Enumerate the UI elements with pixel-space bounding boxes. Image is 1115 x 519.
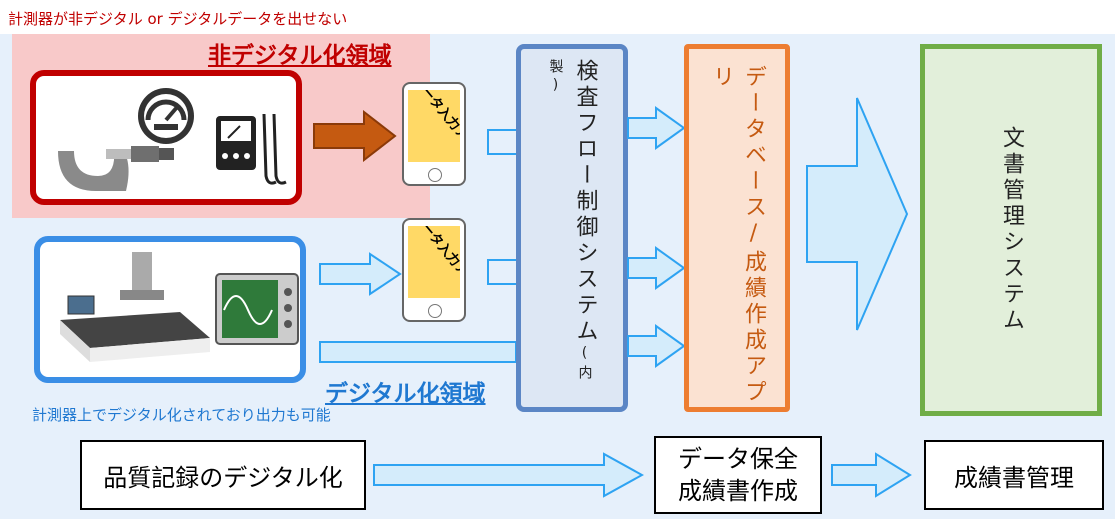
- arrow-flow-to-db-2: [627, 246, 686, 290]
- tablet-input-app-bottom: データ入力アプリ: [402, 218, 466, 322]
- non-digital-title: 非デジタル化領域: [208, 43, 392, 69]
- micrometer-icon: [58, 146, 174, 191]
- oscilloscope-icon: [215, 273, 299, 345]
- multimeter-icon: [216, 113, 287, 185]
- arrow-flow-to-db-1: [627, 106, 686, 150]
- arrow-digital-to-tablet2: [319, 252, 402, 296]
- tablet-input-app-top: データ入力アプリ: [402, 82, 466, 186]
- digital-title: デジタル化領域: [325, 381, 486, 407]
- non-digital-instrument-box: [30, 70, 302, 205]
- gauge-icon: [138, 88, 194, 144]
- arrow-tablet1-to-flow: [487, 129, 520, 155]
- document-management-box: 文書管理システム: [920, 44, 1102, 416]
- big-arrow-db-to-doc: [806, 97, 909, 331]
- red-arrow: [313, 110, 397, 162]
- database-app-box: データベース/成績作成アプリ: [684, 44, 790, 412]
- data-preservation-box: データ保全 成績書作成: [654, 436, 822, 514]
- tablet-app-label: データ入力アプリ: [409, 90, 460, 162]
- arrow-quality-to-preservation: [373, 452, 644, 498]
- inspection-flow-suffix: (内製): [547, 59, 593, 383]
- digital-instrument-box: [34, 236, 306, 383]
- inspection-flow-label: 検査フロー制御システム: [572, 59, 598, 345]
- arrow-preservation-to-report: [831, 452, 912, 498]
- arrow-tablet2-to-flow: [487, 259, 520, 285]
- document-management-label: 文書管理システム: [999, 126, 1024, 334]
- header-note: 計測器が非デジタル or デジタルデータを出せない: [8, 10, 348, 28]
- analog-instruments-illustration: [58, 88, 287, 191]
- database-app-label: データベース/成績作成アプリ: [709, 65, 766, 406]
- digital-note: 計測器上でデジタル化されており出力も可能: [32, 406, 331, 424]
- cmm-machine-icon: [60, 252, 210, 362]
- tablet-screen: データ入力アプリ: [408, 90, 460, 162]
- report-management-box: 成績書管理: [924, 440, 1104, 510]
- arrow-flow-to-db-3: [627, 324, 686, 368]
- digital-instruments-illustration: [60, 252, 299, 362]
- tablet-app-label: データ入力アプリ: [409, 226, 460, 298]
- inspection-flow-system-box: 検査フロー制御システム(内製): [516, 44, 628, 412]
- arrow-digital-to-flow: [319, 341, 517, 363]
- tablet-screen: データ入力アプリ: [408, 226, 460, 298]
- quality-record-box: 品質記録のデジタル化: [80, 440, 366, 510]
